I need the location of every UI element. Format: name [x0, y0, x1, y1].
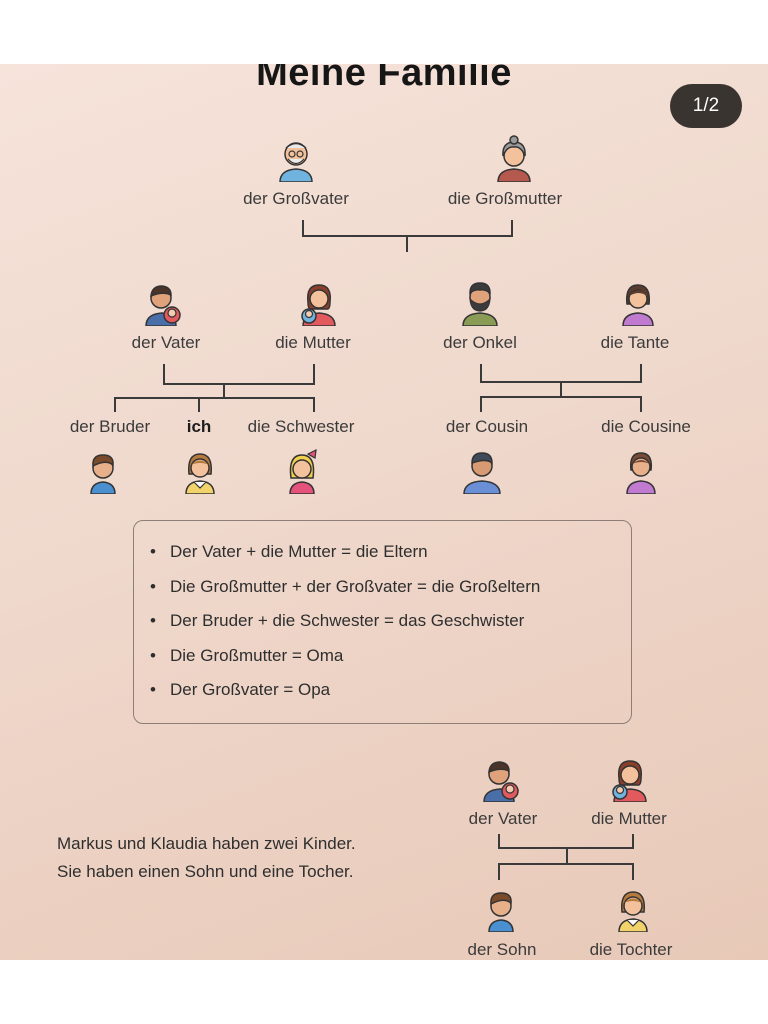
story-line: Sie haben einen Sohn und eine Tocher.: [57, 862, 354, 881]
label-sister: die Schwester: [247, 417, 355, 436]
connector-line: [313, 398, 315, 412]
vocabulary-item: Der Großvater = Opa: [150, 673, 631, 708]
grandmother-icon: [497, 135, 531, 182]
page-title: Meine Familie: [256, 64, 512, 94]
connector-line: [114, 397, 315, 399]
label-cousin-male: der Cousin: [445, 417, 529, 436]
mother-with-baby-icon: [612, 760, 647, 802]
label-uncle: der Onkel: [443, 333, 517, 352]
boy-icon: [488, 892, 514, 932]
label-mother: die Mutter: [275, 333, 351, 352]
label-brother: der Bruder: [69, 417, 151, 436]
connector-line: [511, 220, 513, 236]
label-mother: die Mutter: [591, 809, 667, 828]
vocabulary-list: Der Vater + die Mutter = die Eltern Die …: [134, 521, 631, 708]
girl-icon: [618, 891, 648, 932]
connector-line: [114, 398, 116, 412]
vocabulary-box: Der Vater + die Mutter = die Eltern Die …: [133, 520, 632, 724]
woman-icon: [622, 284, 654, 326]
label-father: der Vater: [468, 809, 538, 828]
family-slide: Meine Familie 1/2 der Großvater die Groß…: [0, 64, 768, 960]
story-text: Markus und Klaudia haben zwei Kinder. Si…: [57, 830, 437, 886]
label-me: ich: [186, 417, 212, 436]
label-daughter: die Tochter: [589, 940, 673, 959]
label-aunt: die Tante: [600, 333, 670, 352]
grandfather-icon: [279, 142, 313, 182]
connector-line: [223, 384, 225, 398]
girl-icon: [185, 453, 215, 494]
label-son: der Sohn: [467, 940, 537, 959]
label-cousin-female: die Cousine: [601, 417, 691, 436]
father-with-baby-icon: [483, 761, 519, 802]
vocabulary-item: Der Vater + die Mutter = die Eltern: [150, 535, 631, 570]
connector-line: [163, 383, 315, 385]
label-father: der Vater: [131, 333, 201, 352]
bearded-man-icon: [462, 282, 498, 326]
connector-line: [566, 848, 568, 864]
vocabulary-item: Der Bruder + die Schwester = das Geschwi…: [150, 604, 631, 639]
vocabulary-item: Die Großmutter + der Großvater = die Gro…: [150, 570, 631, 605]
story-line: Markus und Klaudia haben zwei Kinder.: [57, 834, 356, 853]
girl-with-bow-icon: [289, 448, 317, 494]
label-grandfather: der Großvater: [243, 189, 349, 208]
boy-icon: [90, 454, 116, 494]
connector-line: [480, 397, 482, 412]
vocabulary-item: Die Großmutter = Oma: [150, 639, 631, 674]
connector-line: [163, 364, 165, 384]
page-indicator-badge[interactable]: 1/2: [670, 84, 742, 128]
connector-line: [480, 396, 642, 398]
man-icon: [463, 452, 501, 494]
mother-with-baby-icon: [301, 284, 336, 326]
connector-line: [406, 236, 408, 252]
connector-line: [632, 864, 634, 880]
label-grandmother: die Großmutter: [447, 189, 563, 208]
connector-line: [313, 364, 315, 384]
connector-line: [632, 834, 634, 848]
connector-line: [498, 864, 500, 880]
connector-line: [640, 397, 642, 412]
woman-icon: [626, 452, 656, 494]
connector-line: [198, 398, 200, 412]
connector-line: [498, 863, 634, 865]
connector-line: [640, 364, 642, 382]
connector-line: [302, 220, 304, 236]
connector-line: [480, 364, 482, 382]
father-with-baby-icon: [145, 285, 181, 326]
connector-line: [498, 834, 500, 848]
connector-line: [560, 382, 562, 397]
